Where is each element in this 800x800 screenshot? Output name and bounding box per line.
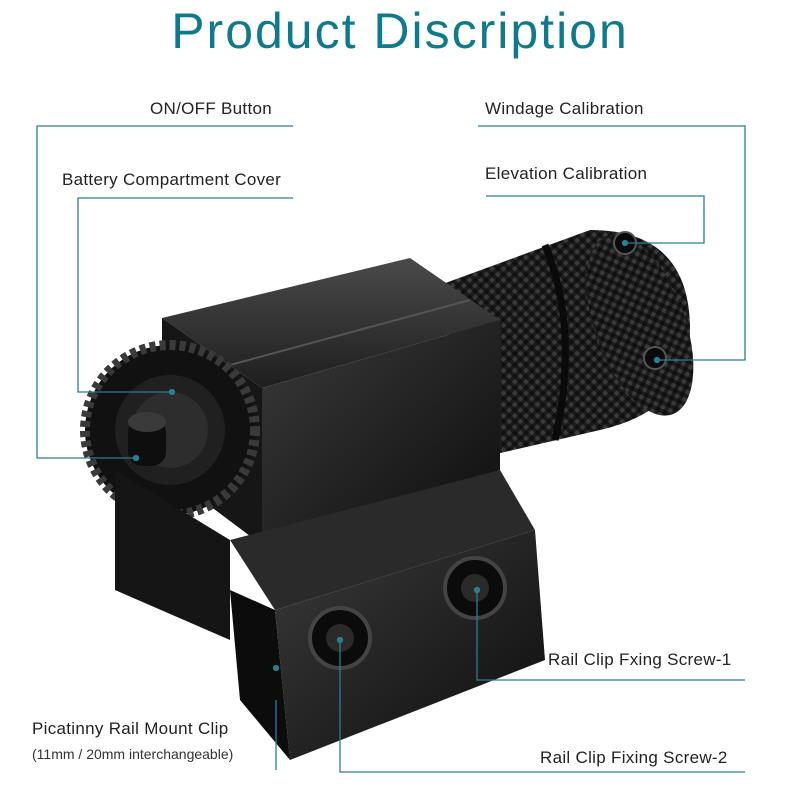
callout-on-off [36,125,293,459]
label-rail-mount-clip: Picatinny Rail Mount Clip [32,719,229,738]
callout-lines [36,125,746,773]
callout-elevation [486,195,705,244]
callout-windage [478,125,746,361]
on-off-button-icon [128,412,166,466]
page-title: Product Discription [171,3,629,59]
callout-battery [77,197,293,393]
label-elevation-calibration: Elevation Calibration [485,164,648,183]
callout-screw-2 [339,640,745,773]
label-on-off-button: ON/OFF Button [150,99,272,118]
label-battery-cover: Battery Compartment Cover [62,170,282,189]
battery-cover [80,340,260,520]
label-rail-mount-sub: (11mm / 20mm interchangeable) [32,746,234,762]
label-rail-clip-screw-2: Rail Clip Fixing Screw-2 [540,748,728,767]
callout-screw-1 [476,590,745,681]
label-rail-clip-screw-1: Rail Clip Fxing Screw-1 [548,650,732,669]
label-windage-calibration: Windage Calibration [485,99,644,118]
